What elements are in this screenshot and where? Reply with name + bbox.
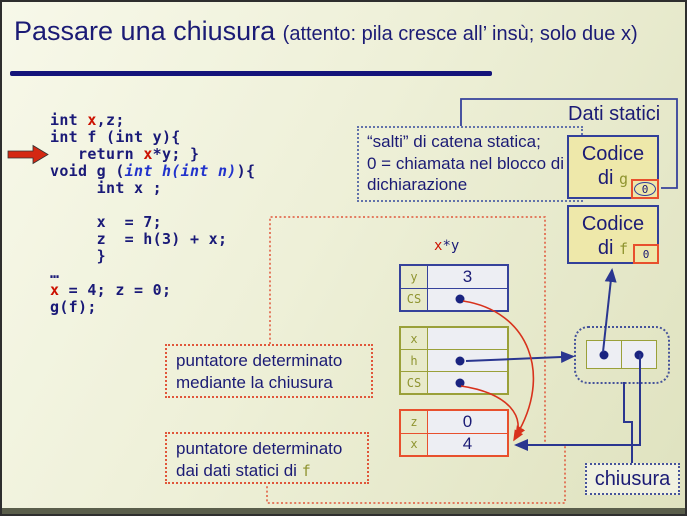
closure-code-pointer-cell [586, 340, 622, 369]
title-paren: (attento: pila cresce all’ insù; solo du… [282, 23, 638, 45]
code-line: z = h(3) + x; [50, 230, 228, 248]
expression-label: x*y [434, 238, 460, 254]
code-line: void g (int h(int n)){ [50, 162, 256, 180]
g-static-chain-flag: 0 [631, 179, 659, 199]
g-flag-ellipse: 0 [634, 182, 656, 196]
frame-row-value: 4 [428, 433, 507, 455]
static-data-label: Dati statici [568, 103, 661, 125]
pointer-note-static-data: puntatore determinato dai dati statici d… [165, 432, 369, 484]
closure-code-pointer-dot [599, 350, 609, 359]
current-line-arrow [7, 144, 49, 165]
f-function-name-ref: f [301, 462, 311, 480]
frame-row-value: 0 [428, 411, 507, 433]
frame-row-label: y [401, 266, 428, 288]
code-line: g(f); [50, 298, 97, 316]
frame-row-label: x [401, 328, 428, 349]
closure-env-pointer-dot [634, 350, 643, 359]
chiusura-label-box: chiusura [585, 463, 680, 495]
code-line: x = 7; [50, 213, 162, 231]
pointer-dot [455, 356, 465, 365]
frame-row-label: CS [401, 288, 428, 310]
f-static-chain-flag: 0 [633, 244, 659, 264]
title-main: Passare una chiusura [14, 16, 283, 46]
frame-row-label: z [401, 411, 428, 433]
closure-env-pointer-cell [620, 340, 657, 369]
closure-cells [586, 340, 657, 369]
frame-row: h [401, 349, 507, 371]
frame-row: CS [401, 287, 507, 310]
frame-row-value [428, 288, 507, 310]
chiusura-label-connector [623, 382, 633, 463]
pointer-dot [455, 378, 465, 387]
code-line: … [50, 264, 60, 282]
code-line: int x ; [50, 179, 162, 197]
code-line: int f (int y){ [50, 128, 181, 146]
code-of-f-box: Codice di f [567, 205, 659, 264]
code-of-f-line1: Codice [581, 213, 645, 235]
frame-row: CS [401, 371, 507, 393]
frame-row-label: h [401, 350, 428, 371]
frame-row-value [428, 328, 507, 349]
slide-bottom-band [2, 508, 685, 514]
code-line: int x,z; [50, 111, 125, 129]
g-function-name: g [619, 170, 629, 188]
static-chain-note: “salti” di catena statica; 0 = chiamata … [357, 126, 583, 202]
pointer-note-closure: puntatore determinato mediante la chiusu… [165, 344, 373, 398]
frame-row-label: x [401, 433, 428, 455]
page-title: Passare una chiusura (attento: pila cres… [14, 16, 650, 48]
f-function-name: f [619, 240, 629, 258]
code-of-f-line2: di f [597, 237, 629, 259]
code-of-g-line1: Codice [581, 143, 645, 165]
title-divider [10, 71, 492, 76]
code-line [50, 197, 255, 214]
frame-row-value [428, 372, 507, 393]
frame-row: x [401, 328, 507, 349]
code-line: x = 4; z = 0; [50, 281, 172, 299]
pointer-dot [455, 294, 465, 304]
code-block: int x,z;int f (int y){ return x*y; }void… [50, 112, 255, 316]
frame-row-value [428, 350, 507, 371]
frame-row-value: 3 [428, 266, 507, 288]
code-line: } [50, 247, 106, 265]
frame-row-label: CS [401, 372, 428, 393]
code-line: return x*y; } [50, 145, 200, 163]
